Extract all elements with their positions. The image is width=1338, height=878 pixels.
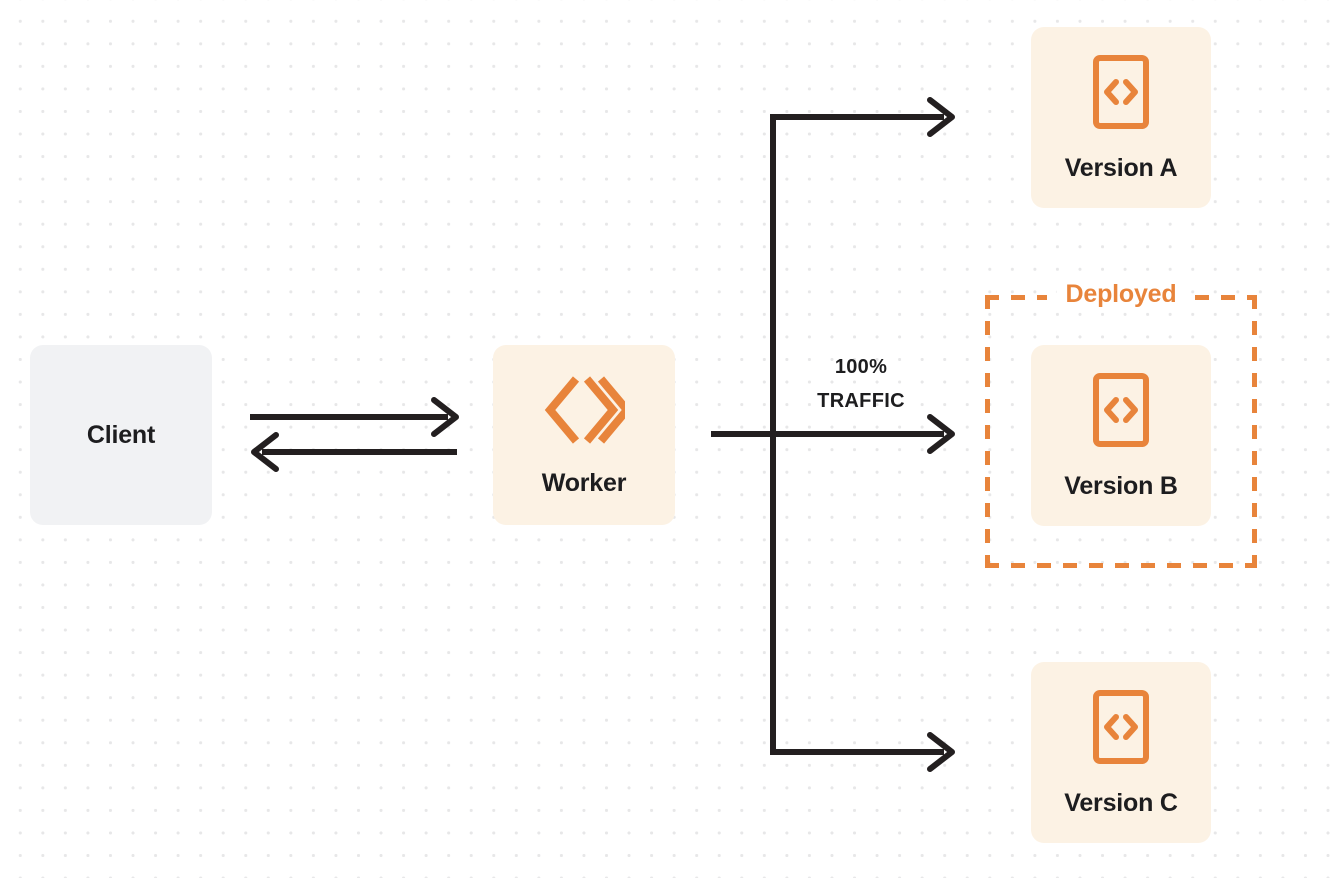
deployed-frame-left-edge xyxy=(985,295,990,568)
traffic-word-text: TRAFFIC xyxy=(817,390,905,412)
deployed-frame-right-edge xyxy=(1252,295,1257,568)
cloudflare-workers-logo-icon xyxy=(543,374,633,451)
code-file-icon xyxy=(1093,54,1149,134)
version-c-label: Version C xyxy=(1064,788,1178,817)
client-label: Client xyxy=(86,420,156,449)
traffic-annotation: 100% TRAFFIC xyxy=(786,350,936,418)
deployed-frame-top-right-edge xyxy=(1195,295,1257,300)
code-file-icon xyxy=(1093,372,1149,452)
worker-to-client-arrow xyxy=(251,432,457,472)
worker-node[interactable]: Worker xyxy=(493,345,675,525)
deployed-frame-bottom-edge xyxy=(985,563,1257,568)
version-a-label: Version A xyxy=(1064,153,1178,182)
worker-label: Worker xyxy=(541,469,627,497)
deployed-badge: Deployed xyxy=(1056,279,1186,309)
worker-to-versions-arrow xyxy=(711,97,955,772)
deployed-frame-top-left-edge xyxy=(985,295,1047,300)
version-b-node[interactable]: Version B xyxy=(1031,345,1211,526)
version-c-node[interactable]: Version C xyxy=(1031,662,1211,843)
code-file-icon xyxy=(1093,689,1149,769)
version-a-node[interactable]: Version A xyxy=(1031,27,1211,208)
client-to-worker-arrow xyxy=(250,397,459,437)
traffic-percent-text: 100% xyxy=(834,356,888,378)
client-node[interactable]: Client xyxy=(30,345,212,525)
version-b-label: Version B xyxy=(1064,471,1178,500)
